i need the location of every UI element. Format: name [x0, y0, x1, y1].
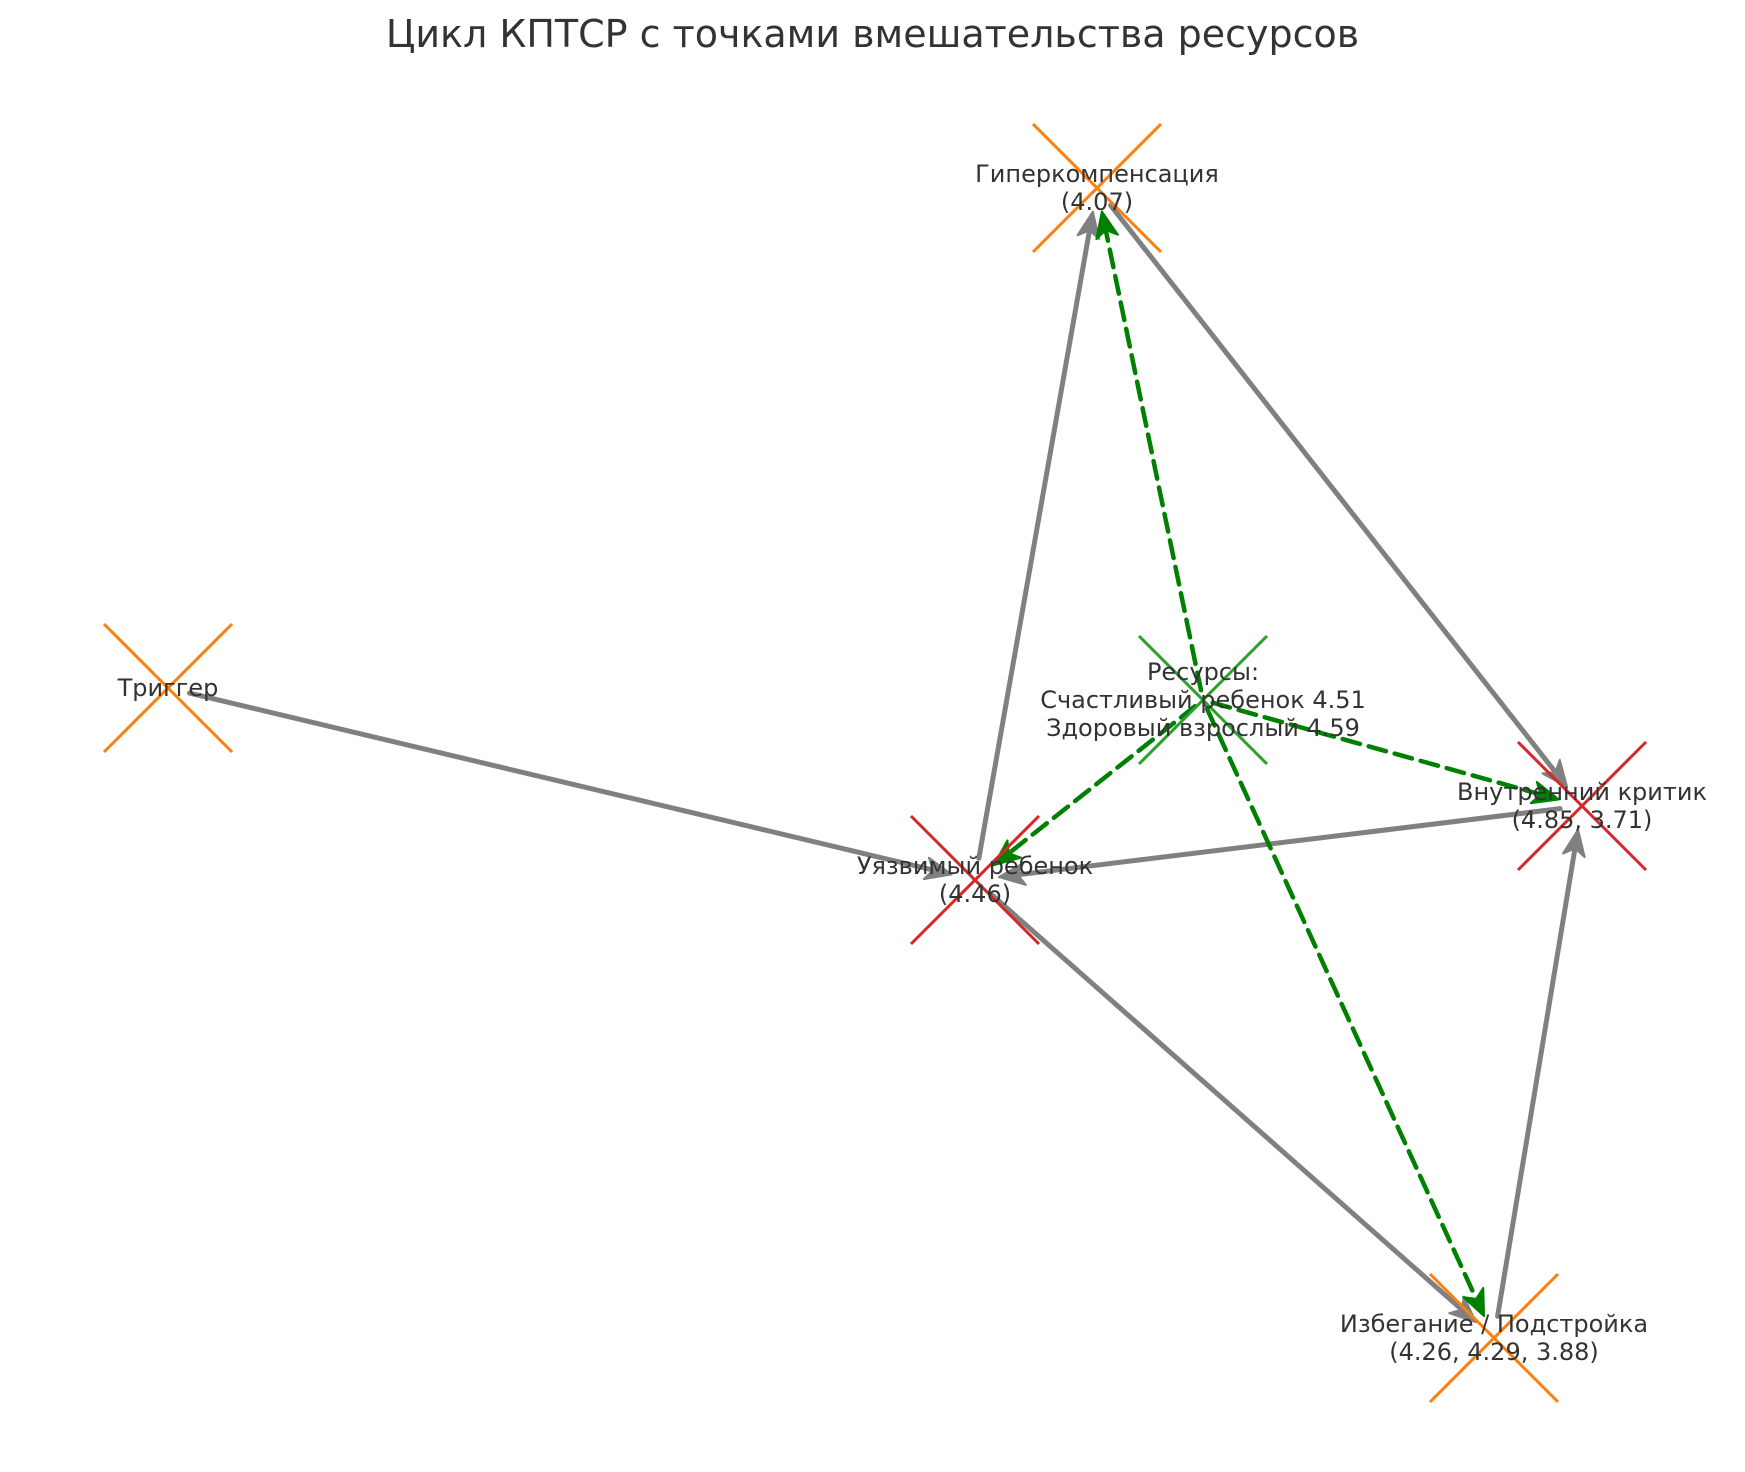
node-trigger-x-icon: [102, 622, 234, 754]
edge-line: [1008, 703, 1198, 854]
edge-hyper-to-critic: [1108, 202, 1569, 789]
node-avoidance-label-line: (4.26, 4.29, 3.88): [1389, 1338, 1599, 1366]
arrowhead-icon: [1462, 1286, 1486, 1318]
node-inner-critic-label: Внутренний критик(4.85, 3.71): [1457, 778, 1707, 834]
node-vulnerable-child-label: Уязвимый ребенок(4.46): [857, 852, 1093, 908]
arrowhead-icon: [1561, 828, 1586, 859]
arrowhead-icon: [1448, 1295, 1478, 1324]
edge-line: [1210, 700, 1540, 796]
edge-line: [988, 892, 1463, 1311]
edge-res-to-avoid: [1204, 706, 1486, 1318]
edge-trigger-to-child: [186, 690, 953, 881]
edge-child-to-hyper: [976, 210, 1101, 861]
edge-line: [976, 230, 1092, 861]
arrowhead-icon: [1076, 210, 1101, 241]
arrowhead-icon: [997, 862, 1027, 886]
node-resources-x-icon: [1137, 634, 1269, 766]
edge-res-to-hyper: [1095, 210, 1204, 693]
node-resources-label-line: Здоровый взрослый 4.59: [1046, 714, 1360, 742]
diagram-title: Цикл КПТСР с точками вмешательства ресур…: [385, 12, 1360, 56]
node-avoidance-label-line: Избегание / Подстройка: [1340, 1310, 1648, 1338]
node-inner-critic-x-icon: [1516, 740, 1648, 872]
edge-res-to-critic: [1210, 700, 1560, 805]
node-inner-critic-label-line: (4.85, 3.71): [1512, 806, 1653, 834]
edge-line: [1018, 806, 1563, 877]
node-hypercompensation-label-line: (4.07): [1061, 188, 1133, 216]
edges-layer: [186, 202, 1586, 1324]
arrowhead-icon: [1529, 780, 1560, 805]
node-resources-label-line: Счастливый ребенок 4.51: [1040, 686, 1366, 714]
node-avoidance-x-icon: [1428, 1272, 1560, 1404]
edge-avoid-to-critic: [1495, 828, 1586, 1319]
node-vulnerable-child-label-line: (4.46): [939, 880, 1011, 908]
node-hypercompensation-x-icon: [1031, 122, 1163, 254]
markers-layer: [102, 122, 1648, 1404]
edge-res-to-child: [992, 703, 1198, 867]
arrowhead-icon: [1095, 210, 1119, 241]
edge-line: [1495, 848, 1577, 1319]
edge-child-to-avoid: [988, 892, 1478, 1324]
node-trigger-label: Триггер: [117, 674, 219, 702]
node-hypercompensation-label: Гиперкомпенсация(4.07): [975, 160, 1219, 216]
node-vulnerable-child-x-icon: [909, 814, 1041, 946]
arrowhead-icon: [922, 856, 953, 881]
node-inner-critic-label-line: Внутренний критик: [1457, 778, 1707, 806]
arrowhead-icon: [1541, 758, 1569, 789]
node-trigger-label-line: Триггер: [117, 674, 219, 702]
edge-line: [186, 690, 933, 872]
arrowhead-icon: [992, 839, 1023, 867]
node-hypercompensation-label-line: Гиперкомпенсация: [975, 160, 1219, 188]
edge-critic-to-child: [997, 806, 1563, 886]
edge-line: [1104, 230, 1204, 693]
node-vulnerable-child-label-line: Уязвимый ребенок: [857, 852, 1093, 880]
edge-line: [1204, 706, 1478, 1299]
edge-line: [1108, 202, 1557, 773]
node-resources-label-line: Ресурсы:: [1147, 658, 1259, 686]
node-avoidance-label: Избегание / Подстройка(4.26, 4.29, 3.88): [1340, 1310, 1648, 1366]
